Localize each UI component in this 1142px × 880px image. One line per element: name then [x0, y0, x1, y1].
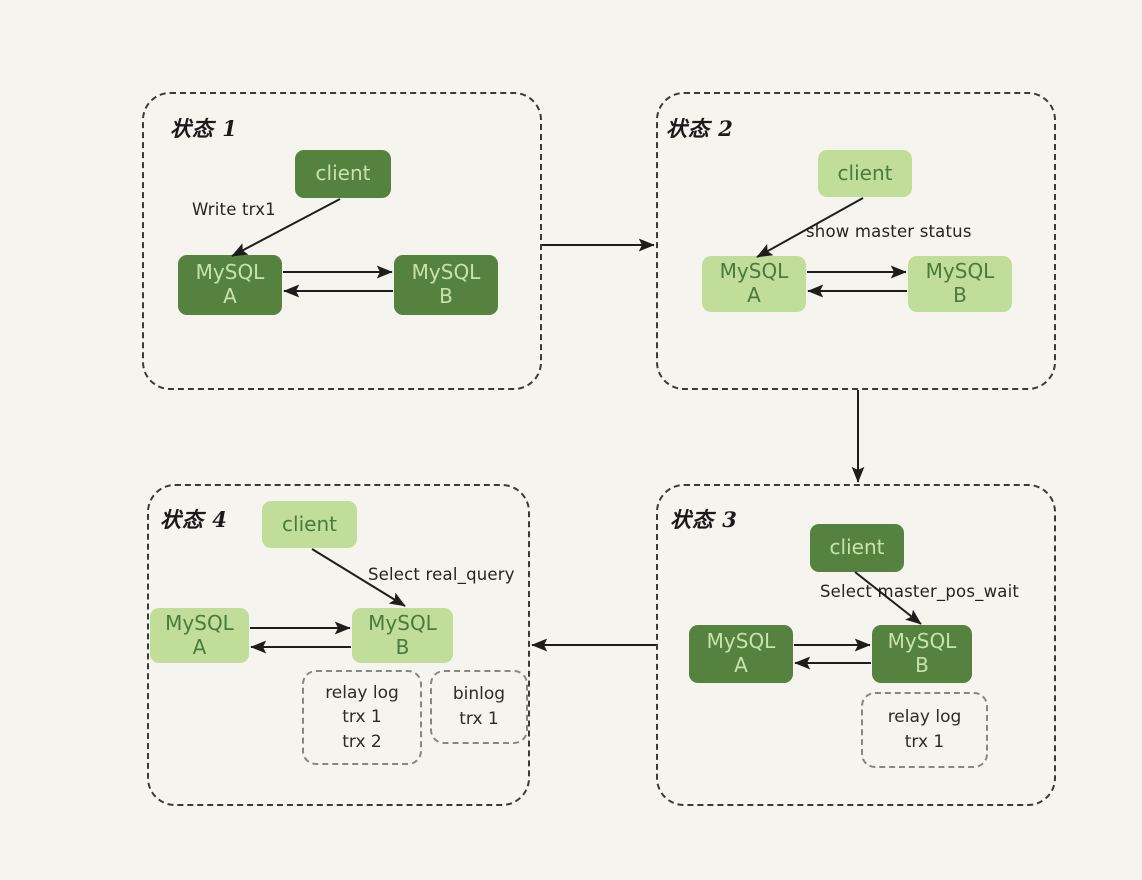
panel-state2-label: 状态 2	[666, 116, 734, 141]
state1-mysql-a-node[interactable]: MySQL A	[178, 255, 282, 315]
state2-client-label: client	[837, 160, 893, 185]
state2-mysql-a-sub: A	[747, 283, 761, 307]
state4-client-node[interactable]: client	[262, 501, 357, 548]
state1-mysql-b-sub: B	[439, 284, 453, 308]
state2-mysql-b-title: MySQL	[925, 259, 995, 284]
state4-edge-label: Select real_query	[368, 565, 515, 584]
panel-state1-label: 状态 1	[170, 116, 238, 141]
state3-mysql-a-node[interactable]: MySQL A	[689, 625, 793, 683]
state3-mysql-a-title: MySQL	[706, 629, 776, 654]
state4-mysql-b-title: MySQL	[368, 610, 437, 635]
panel-state4	[147, 484, 530, 806]
state1-client-node[interactable]: client	[295, 150, 391, 198]
state3-mysql-a-sub: A	[734, 653, 748, 677]
state1-mysql-b-title: MySQL	[411, 260, 481, 285]
state3-edge-label: Select master_pos_wait	[820, 582, 1020, 601]
state2-mysql-b-node[interactable]: MySQL B	[908, 256, 1012, 312]
state3-relay-log-box: relay log trx 1	[861, 692, 988, 768]
state2-mysql-a-node[interactable]: MySQL A	[702, 256, 806, 312]
state3-client-label: client	[829, 535, 885, 560]
state3-mysql-b-title: MySQL	[887, 629, 957, 654]
panel-state4-label: 状态 4	[160, 507, 228, 532]
panel-state2	[656, 92, 1056, 390]
state4-mysql-b-node[interactable]: MySQL B	[352, 608, 453, 663]
state1-edge-label: Write trx1	[192, 200, 276, 219]
state1-client-label: client	[315, 161, 371, 186]
state2-mysql-b-sub: B	[953, 283, 967, 307]
state3-client-node[interactable]: client	[810, 524, 904, 572]
state1-mysql-a-title: MySQL	[195, 260, 265, 285]
state4-binlog-box: binlog trx 1	[430, 670, 528, 744]
panel-state3	[656, 484, 1056, 806]
state4-client-label: client	[282, 511, 337, 536]
panel-state1	[142, 92, 542, 390]
state4-mysql-a-sub: A	[192, 634, 207, 659]
state2-client-node[interactable]: client	[818, 150, 912, 197]
state1-mysql-b-node[interactable]: MySQL B	[394, 255, 498, 315]
state4-mysql-a-title: MySQL	[165, 610, 234, 635]
state4-mysql-b-sub: B	[395, 634, 410, 659]
state2-mysql-a-title: MySQL	[719, 259, 789, 284]
state4-relay-log-box: relay log trx 1 trx 2	[302, 670, 422, 765]
state3-mysql-b-sub: B	[915, 653, 929, 677]
state4-mysql-a-node[interactable]: MySQL A	[150, 608, 249, 663]
state1-mysql-a-sub: A	[223, 284, 237, 308]
state3-mysql-b-node[interactable]: MySQL B	[872, 625, 972, 683]
panel-state3-label: 状态 3	[670, 507, 738, 532]
state2-edge-label: show master status	[806, 222, 972, 241]
